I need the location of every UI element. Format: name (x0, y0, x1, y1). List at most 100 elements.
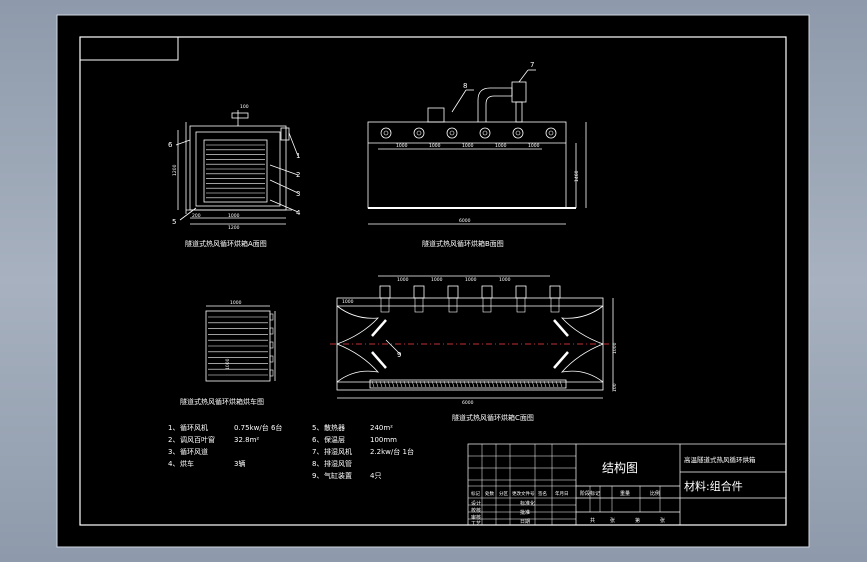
fan-hub (515, 130, 521, 136)
fan-shaft (380, 297, 390, 313)
fan-circle (479, 127, 491, 139)
fan-hub (482, 130, 488, 136)
drawing-frame (79, 36, 787, 526)
heater-coil (467, 380, 471, 388)
view-c-title: 隧道式热风循环烘箱C面图 (452, 413, 534, 422)
heater-coil (475, 380, 479, 388)
view-c-fans (379, 285, 561, 313)
row-header-sign: 签名 (538, 490, 547, 497)
heater-coil (559, 380, 563, 388)
title-block-grid (468, 444, 661, 525)
fan-shaft (448, 297, 458, 313)
view-c-dim-length: 6000 (462, 400, 474, 406)
part-spec: 32.8m² (234, 436, 259, 444)
heater-coil (491, 380, 495, 388)
part-number: 1、 (168, 424, 179, 432)
part-number: 5、 (312, 424, 323, 432)
heater-coil (531, 380, 535, 388)
part-number: 9、 (312, 472, 323, 480)
view-a (175, 110, 299, 225)
view-b-dim-height: 1460 (574, 170, 580, 182)
fan-circle (512, 127, 524, 139)
view-a-duct-flange (231, 112, 249, 119)
door-left-upper (336, 305, 380, 345)
part-number: 8、 (312, 460, 323, 468)
heater-coil (507, 380, 511, 388)
callout-a-3: 3 (296, 190, 300, 198)
cart-slats (208, 313, 274, 377)
sheets-total-label: 共 (590, 517, 595, 524)
heater-coil (551, 380, 555, 388)
designer-label: 设计 (471, 500, 481, 507)
cart-bracket (269, 313, 274, 321)
view-c-dim-right-bottom: 100 (612, 383, 618, 392)
view-a-title: 隧道式热风循环烘箱A面图 (185, 239, 267, 248)
view-a-dim-width-inner: 1000 (228, 213, 240, 219)
row-header-file: 更改文件号 (512, 490, 535, 497)
view-a-cart (203, 139, 268, 203)
part-name: 散热器 (324, 423, 345, 432)
view-b-fans (380, 127, 557, 139)
door-left-lower (336, 343, 380, 383)
fan-hub (416, 130, 422, 136)
heater-coil (431, 380, 435, 388)
cylinder-1 (371, 319, 387, 337)
view-c-dim-s3: 1000 (465, 277, 477, 283)
fan-shaft (550, 297, 560, 313)
part-name: 循环风机 (180, 423, 208, 432)
heater-coil (399, 380, 403, 388)
heater-coil (539, 380, 543, 388)
heater-coil (403, 380, 407, 388)
part-name: 排湿风机 (324, 447, 352, 456)
fan-circle (380, 127, 392, 139)
callout-b-8: 8 (463, 82, 467, 90)
view-a-inner-wall (195, 131, 281, 207)
heater-coil (371, 380, 375, 388)
heater-coil (459, 380, 463, 388)
part-name: 排湿风管 (324, 459, 352, 468)
heater-coil (483, 380, 487, 388)
part-number: 2、 (168, 436, 179, 444)
heater-coil (391, 380, 395, 388)
fan-shaft (482, 297, 492, 313)
part-spec: 3辆 (234, 459, 245, 468)
process-label: 工艺 (471, 521, 481, 527)
cart-bracket (269, 369, 274, 377)
view-b (367, 69, 587, 225)
callout-a-5: 5 (172, 218, 176, 226)
row-header-count: 处数 (485, 490, 494, 497)
leader-8 (451, 89, 467, 113)
heater-coil (479, 380, 483, 388)
part-spec: 0.75kw/台 6台 (234, 423, 282, 432)
callout-a-1: 1 (296, 152, 300, 160)
cart-dim-height: 1000 (225, 358, 231, 370)
cart-bracket (269, 341, 274, 349)
heater-coil (463, 380, 467, 388)
door-right-upper (560, 305, 604, 345)
sheet-no-unit: 张 (660, 517, 665, 524)
part-name: 调风百叶窗 (180, 435, 215, 444)
view-c-dim-right: 1000 (612, 342, 618, 354)
approve-label: 批准 (520, 509, 530, 516)
view-c-labels: 1000 1000 1000 1000 1000 6000 1000 100 9… (342, 277, 618, 422)
leader-7 (518, 69, 529, 83)
exhaust-duct (477, 87, 513, 122)
checker-label: 校核 (471, 507, 481, 514)
leader-9 (385, 339, 401, 355)
part-number: 4、 (168, 460, 179, 468)
part-number: 7、 (312, 448, 323, 456)
heater-coil (443, 380, 447, 388)
callout-c-9: 9 (397, 351, 401, 359)
part-number: 6、 (312, 436, 323, 444)
leader-3 (269, 179, 299, 194)
sheets-total-unit: 张 (610, 517, 615, 524)
cylinder-2 (371, 351, 387, 369)
heater-coil (547, 380, 551, 388)
view-a-dim-side: 1200 (172, 164, 178, 176)
callout-a-4: 4 (296, 209, 301, 217)
view-a-slats (206, 144, 265, 199)
cart-bracket (269, 327, 274, 335)
part-name: 循环风道 (180, 447, 208, 456)
heater-coil (439, 380, 443, 388)
